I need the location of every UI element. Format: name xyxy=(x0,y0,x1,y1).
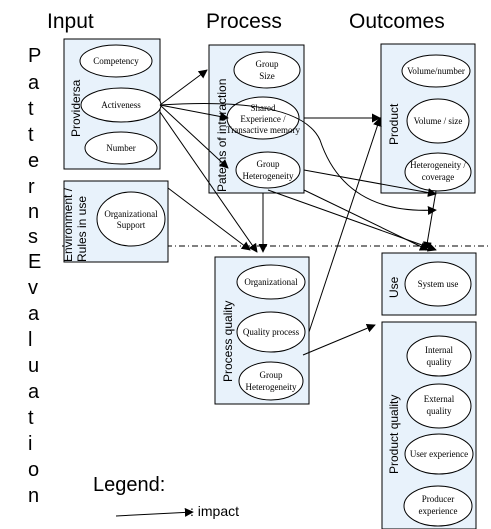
svg-text:Size: Size xyxy=(259,71,275,81)
svg-text:coverage: coverage xyxy=(422,172,454,182)
product-label: Product xyxy=(387,103,401,145)
svg-text:External: External xyxy=(424,394,455,404)
header-outcomes: Outcomes xyxy=(349,10,445,33)
arrow-providers-shared xyxy=(159,104,229,121)
header-input: Input xyxy=(47,10,94,33)
product-quality-box: Product quality Internal quality Externa… xyxy=(381,321,477,529)
svg-text:r: r xyxy=(28,176,35,198)
svg-text:System use: System use xyxy=(418,279,459,289)
arrow-providers-groupsize xyxy=(159,69,208,106)
svg-text:s: s xyxy=(28,226,38,248)
arrow-heterogeneity-coverage xyxy=(303,169,437,197)
use-label: Use xyxy=(387,276,401,298)
svg-text:a: a xyxy=(28,72,40,94)
interaction-box: Paterns of interaction Group Size Shared… xyxy=(208,44,305,194)
svg-text:Organizational: Organizational xyxy=(104,209,158,219)
svg-text:P: P xyxy=(28,45,41,67)
svg-text:Competency: Competency xyxy=(93,56,139,66)
external-quality-node xyxy=(406,383,472,429)
header-process: Process xyxy=(206,10,282,33)
impact-arrows xyxy=(159,69,437,356)
use-box: Use System use xyxy=(381,252,477,316)
product-quality-label: Product quality xyxy=(387,395,401,474)
environment-label-line1: Environment / xyxy=(61,187,75,262)
svg-text:Group: Group xyxy=(260,370,283,380)
product-box: Product Volume/number Volume / size Hete… xyxy=(380,43,476,194)
svg-text:Organizational: Organizational xyxy=(244,277,298,287)
organizational-support-node xyxy=(96,191,166,247)
svg-text:Volume / size: Volume / size xyxy=(414,116,463,126)
svg-text:u: u xyxy=(28,355,39,377)
svg-text:t: t xyxy=(28,124,34,146)
svg-text:Group: Group xyxy=(256,59,279,69)
process-quality-box: Process quality Organizational Quality p… xyxy=(214,256,310,405)
svg-text:Number: Number xyxy=(106,143,136,153)
legend-arrow xyxy=(115,507,194,517)
side-label-patterns: P a t t e r n s xyxy=(28,45,41,248)
svg-text:E: E xyxy=(28,251,41,273)
volume-number-node xyxy=(401,54,471,88)
competency-node xyxy=(79,44,153,78)
group-heterogeneity-node xyxy=(235,151,301,189)
svg-text:Internal: Internal xyxy=(425,345,453,355)
svg-text:i: i xyxy=(28,433,32,455)
internal-quality-node xyxy=(406,335,472,377)
svg-text:a: a xyxy=(28,381,40,403)
number-node xyxy=(84,131,158,165)
svg-text:n: n xyxy=(28,201,39,223)
producer-experience-node xyxy=(403,485,473,527)
arrow-providers-coverage xyxy=(159,103,437,215)
svg-text:Heterogeneity: Heterogeneity xyxy=(246,382,297,392)
group-size-node xyxy=(233,51,301,89)
svg-text:a: a xyxy=(28,303,40,325)
svg-text:o: o xyxy=(28,459,39,481)
svg-text:User experience: User experience xyxy=(410,449,468,459)
user-experience-node xyxy=(404,433,474,475)
environment-label-line2: Rules in use xyxy=(75,196,89,262)
arrow-coverage-use xyxy=(422,190,437,251)
svg-text:quality: quality xyxy=(427,357,452,367)
process-quality-label: Process quality xyxy=(221,301,235,382)
arrow-providers-processquality xyxy=(159,111,258,253)
organizational-node xyxy=(236,264,306,300)
system-use-node xyxy=(404,261,472,307)
arrow-environment-processquality xyxy=(167,187,251,251)
svg-text:Transactive memory: Transactive memory xyxy=(226,125,300,135)
svg-text:Producer: Producer xyxy=(422,494,455,504)
side-label-evaluation: E v a l u a t i o n xyxy=(28,251,41,507)
environment-box: Environment / Rules in use Organizationa… xyxy=(61,180,169,263)
svg-text:t: t xyxy=(28,98,34,120)
svg-text:Support: Support xyxy=(117,220,146,230)
arrow-providers-heterogeneity xyxy=(159,104,229,169)
heterogeneity-coverage-node xyxy=(404,152,472,192)
quality-process-node xyxy=(236,311,306,353)
providers-label: Providersa xyxy=(69,79,83,137)
svg-text:Heterogeneity /: Heterogeneity / xyxy=(410,160,466,170)
svg-text:e: e xyxy=(28,150,39,172)
arrow-qualityprocess-product xyxy=(308,117,382,333)
arrow-heterogeneity-use xyxy=(267,189,437,252)
group-heterogeneity-process-node xyxy=(238,361,304,401)
legend-title: Legend: xyxy=(93,474,165,496)
volume-size-node xyxy=(406,98,470,144)
interaction-label: Paterns of interaction xyxy=(215,79,229,192)
providers-box: Providersa Competency Activeness Number xyxy=(63,38,162,170)
arrow-processquality-productquality xyxy=(302,323,376,356)
svg-text:Heterogeneity: Heterogeneity xyxy=(243,171,294,181)
svg-text:Activeness: Activeness xyxy=(101,100,141,110)
svg-text:Group: Group xyxy=(257,159,280,169)
legend-impact: : impact xyxy=(190,503,239,519)
svg-text:quality: quality xyxy=(427,406,452,416)
svg-text:v: v xyxy=(28,277,38,299)
svg-text:Volume/number: Volume/number xyxy=(407,66,465,76)
svg-text:n: n xyxy=(28,485,39,507)
svg-text:Experience /: Experience / xyxy=(240,114,286,124)
svg-text:l: l xyxy=(28,329,32,351)
svg-text:experience: experience xyxy=(419,506,458,516)
svg-text:t: t xyxy=(28,407,34,429)
svg-text:Quality process: Quality process xyxy=(243,327,300,337)
